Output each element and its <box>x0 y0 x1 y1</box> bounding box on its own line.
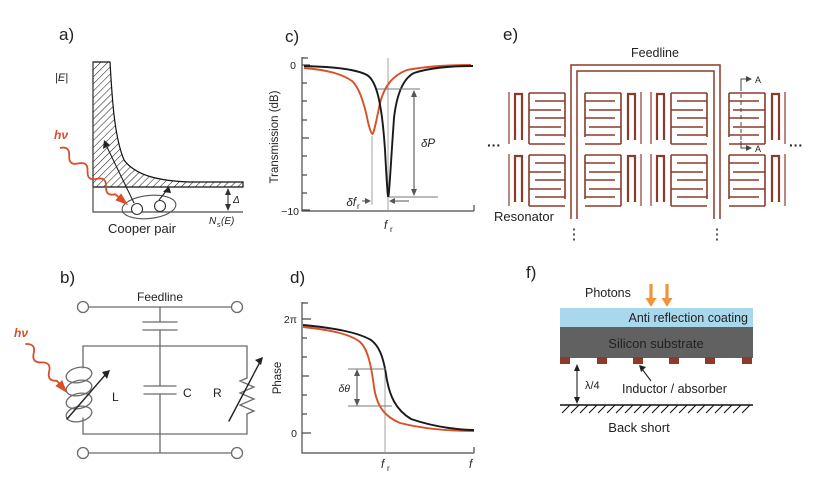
absorber-pointer-arrow <box>639 365 652 382</box>
dos-n: N <box>209 216 217 227</box>
section-a-bottom-label: A <box>755 144 761 154</box>
inductor-coil-icon <box>65 366 93 423</box>
dos-n-arg: (E) <box>221 216 234 227</box>
feedline-label-e: Feedline <box>631 46 679 60</box>
absorber-label: Inductor / absorber <box>622 382 727 396</box>
photon-wave-icon-b <box>25 343 68 394</box>
feedline-label-b: Feedline <box>137 290 183 304</box>
panel-b-label: b) <box>60 268 75 287</box>
resistor-variable-arrow <box>228 357 263 422</box>
gap-delta-label: Δ <box>232 195 240 206</box>
deltaP-arrow <box>411 90 417 196</box>
panel-c-transmission-plot: c) 0 −10 Transmission (dB) δP δf r f r <box>269 27 475 234</box>
phase-ytick-2pi: 2π <box>284 314 297 326</box>
absorber-patches <box>560 357 752 364</box>
cooper-pair-label: Cooper pair <box>108 221 177 236</box>
phase-ytick-0: 0 <box>291 428 297 440</box>
transmission-ytick-0: 0 <box>290 60 296 72</box>
panel-f-detector-cross-section: f) Photons Anti reflection coating Silic… <box>526 263 753 435</box>
dos-axis-annotation: N s (E) <box>209 216 234 229</box>
resonance-curve-shifted <box>303 64 472 135</box>
phase-curve-shifted <box>302 326 475 432</box>
anti-reflection-coating-layer <box>560 308 753 327</box>
continuation-dots-bottom-left: ⋮ <box>567 226 582 243</box>
panel-a-label: a) <box>59 25 74 44</box>
substrate-label: Silicon substrate <box>608 336 703 351</box>
back-short-ground-icon <box>560 404 753 414</box>
resistor-zigzag-icon <box>238 377 256 415</box>
panel-d-phase-plot: d) 2π 0 Phase δθ f r f <box>272 268 475 473</box>
cooper-pair-outline <box>121 194 177 220</box>
capacitor-label: C <box>183 386 192 400</box>
panel-a-density-of-states: a) |E| Δ N s (E) Cooper pair <box>54 25 244 236</box>
inductor-variable-arrow <box>66 370 110 420</box>
back-short-label: Back short <box>608 420 670 435</box>
electron-right <box>153 199 167 213</box>
delta-fr-sub: r <box>357 202 360 211</box>
phase-curve-quiescent <box>302 324 475 431</box>
gap-delta-arrow <box>225 188 231 211</box>
quarter-wave-arrow <box>574 364 580 404</box>
deltaTheta-arrow <box>354 369 360 406</box>
continuation-dots-right: ··· <box>789 137 803 153</box>
photon-wave-icon <box>59 146 129 206</box>
resonance-curve-quiescent <box>303 65 474 197</box>
photon-arrows-icon <box>645 284 673 307</box>
continuation-dots-left: ··· <box>487 137 501 153</box>
deltaTheta-label: δθ <box>338 383 350 395</box>
panel-c-label: c) <box>285 27 299 46</box>
f-axis-end-label: f <box>469 459 474 471</box>
phase-axes <box>301 302 475 454</box>
phase-ylabel: Phase <box>272 362 284 395</box>
panel-d-label: d) <box>290 268 305 287</box>
section-aa-marker: A A <box>740 75 761 154</box>
delta-fr-annotation: δf r <box>346 197 409 211</box>
transmission-ylabel: Transmission (dB) <box>269 90 281 183</box>
fr-xlabel-sub-c: r <box>390 225 393 234</box>
fr-xlabel-sub-d: r <box>387 464 390 473</box>
feedline-trace <box>570 64 721 219</box>
excitation-arrow-left <box>103 140 135 204</box>
continuation-dots-bottom-right: ⋮ <box>710 226 725 243</box>
excitation-arrow-right <box>158 186 171 201</box>
section-a-top-label: A <box>755 75 761 85</box>
energy-axis-label: |E| <box>55 72 68 84</box>
transmission-ytick-minus10: −10 <box>281 206 299 218</box>
transmission-axes <box>301 57 475 212</box>
resonator-label: Resonator <box>494 209 555 224</box>
dos-n-sub: s <box>217 222 221 229</box>
panel-e-label: e) <box>503 25 518 44</box>
resistor-label: R <box>213 386 222 400</box>
delta-fr-label: δf <box>346 197 357 209</box>
fr-xlabel-d: f <box>381 459 386 471</box>
coating-label: Anti reflection coating <box>628 311 748 325</box>
photon-hnu-label-a: hν <box>54 128 68 142</box>
inductor-label: L <box>112 390 119 404</box>
resonator-cells <box>507 90 787 208</box>
dos-axes <box>92 62 243 213</box>
photon-hnu-label-b: hν <box>14 326 28 340</box>
panel-b-circuit: b) Feedline L C <box>14 268 263 460</box>
circuit-wires <box>76 300 256 460</box>
fr-xlabel-c: f <box>384 220 389 232</box>
quarter-wave-label: λ/4 <box>585 380 600 392</box>
silicon-substrate-layer <box>560 327 753 358</box>
electron-left <box>130 202 144 216</box>
panel-e-resonator-array: e) Feedline A A ··· ··· Resonator <box>487 25 803 243</box>
dos-hatched-region <box>92 61 244 188</box>
panel-f-label: f) <box>526 263 536 282</box>
photons-label: Photons <box>585 286 631 300</box>
deltaP-label: δP <box>421 138 435 150</box>
